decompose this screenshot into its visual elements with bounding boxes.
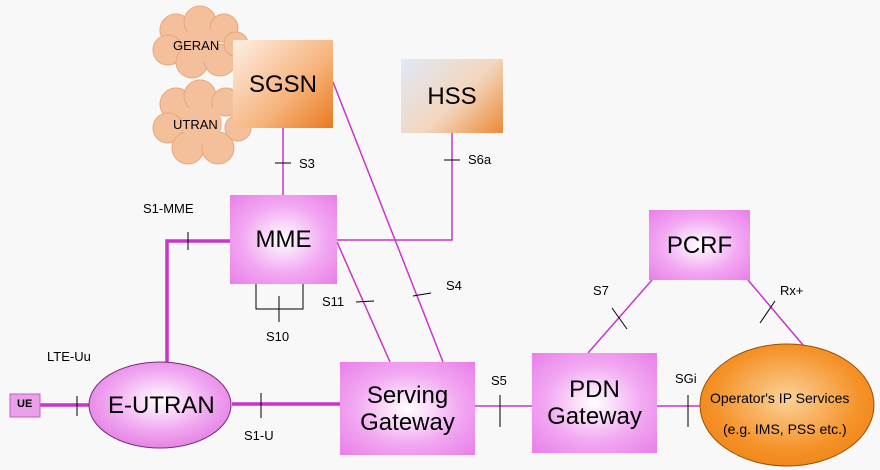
- s4-label: S4: [446, 278, 462, 293]
- geran-label: GERAN: [173, 38, 220, 53]
- tick-rx-plus: [759, 300, 776, 324]
- mme-label: MME: [255, 226, 312, 253]
- ue-label: UE: [17, 398, 33, 410]
- serving-gateway-label-line2: Gateway: [360, 408, 455, 436]
- hss-label: HSS: [427, 82, 477, 110]
- geran-cloud: [152, 5, 249, 79]
- operator-ip-node: [699, 343, 875, 467]
- s6a-label: S6a: [468, 152, 492, 167]
- s3-label: S3: [299, 156, 315, 171]
- mme-node: MME: [230, 195, 337, 284]
- s1-u-label: S1-U: [244, 428, 274, 443]
- pdn-gateway-label-line2: Gateway: [547, 403, 642, 430]
- s5-label: S5: [491, 373, 507, 388]
- sgsn-label: SGSN: [248, 70, 317, 98]
- pcrf-label: PCRF: [666, 231, 733, 259]
- s10-label: S10: [266, 329, 290, 344]
- link-sgsn-serving-gw: [332, 81, 444, 363]
- rx-plus-label: Rx+: [780, 283, 804, 298]
- link-hss-mme: [337, 133, 453, 241]
- hss-node: HSS: [401, 59, 503, 133]
- pdn-gateway-label-line1: PDN: [569, 376, 620, 403]
- link-pcrf-operator: [747, 279, 804, 346]
- tick-s11: [355, 300, 375, 303]
- operator-ip-label-line2: (e.g. IMS, PSS etc.): [723, 421, 847, 437]
- serving-gateway-node: Serving Gateway: [340, 362, 475, 455]
- sgi-label: SGi: [675, 371, 697, 386]
- link-eutran-mme: [165, 239, 230, 370]
- lte-uu-label: LTE-Uu: [47, 349, 91, 364]
- link-pdn-pcrf: [587, 279, 653, 354]
- eutran-node: [88, 361, 232, 449]
- s1-mme-label: S1-MME: [143, 201, 194, 216]
- tick-s4: [412, 292, 432, 297]
- pcrf-node: PCRF: [649, 210, 750, 280]
- tick-s7: [611, 307, 628, 330]
- pdn-gateway-node: PDN Gateway: [532, 353, 657, 453]
- eutran-label: E-UTRAN: [108, 392, 215, 419]
- utran-label: UTRAN: [173, 117, 218, 132]
- ue-node: [9, 393, 41, 418]
- operator-ip-label-line1: Operator's IP Services: [710, 390, 850, 406]
- s11-label: S11: [322, 294, 345, 309]
- serving-gateway-label-line1: Serving: [366, 381, 449, 409]
- s7-label: S7: [593, 283, 609, 298]
- sgsn-node: SGSN: [233, 40, 333, 128]
